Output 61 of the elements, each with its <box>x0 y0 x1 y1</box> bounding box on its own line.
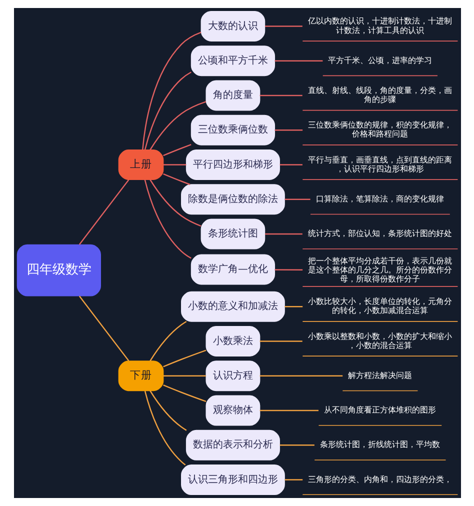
connector <box>284 198 310 200</box>
connector <box>162 164 186 166</box>
node-box: 认识方程 <box>205 360 260 392</box>
node-box: 条形统计图 <box>200 218 265 250</box>
node-box: 平行四边形和梯形 <box>185 150 280 180</box>
connector <box>142 32 201 150</box>
connector <box>149 101 206 150</box>
connector <box>264 26 302 27</box>
connector <box>162 144 191 156</box>
connector <box>274 60 322 62</box>
connector <box>264 233 302 235</box>
node-box: 数据的表示和分析 <box>185 430 280 460</box>
connector <box>149 179 201 227</box>
connector <box>144 390 186 466</box>
node-box: 角的度量 <box>205 80 260 111</box>
node-box: 观察物体 <box>205 395 260 426</box>
node-text: 小数乘以整数和小数，小数的扩大和缩小，小数的混合运算 <box>308 330 452 350</box>
node-text: 解方程法解决问题 <box>348 370 412 380</box>
node-text: 三角形的分类、内角和，四边形的分类， <box>308 474 452 484</box>
node-text: 条形统计图，折线统计图，平均数 <box>320 439 440 450</box>
node-box: 公顷和平方千米 <box>190 46 275 76</box>
node-text: 平方千米、公顷，进率的学习 <box>328 54 432 65</box>
node-text: 口算除法，笔算除法，商的变化规律 <box>316 193 444 204</box>
connector <box>274 130 302 131</box>
node-text: 亿以内数的认识，十进制计数法，十进制计数法，计算工具的认识 <box>308 16 452 35</box>
connector <box>144 72 191 150</box>
connector <box>259 375 342 376</box>
connector <box>284 479 302 480</box>
node-box: 三位数乘俩位数 <box>190 114 275 146</box>
node-text: 三位数乘俩位数的规律，积的变化规律，价格和路程问题 <box>308 120 452 139</box>
node-box: 上册 <box>118 150 164 180</box>
connector <box>78 180 129 245</box>
node-box: 大数的认识 <box>200 10 265 42</box>
node-box: 数学广角—优化 <box>190 254 275 285</box>
connector <box>149 390 186 431</box>
connector <box>162 384 206 402</box>
connector <box>274 269 302 270</box>
node-text: 统计方式，部位认知，条形统计图的好处 <box>308 228 452 238</box>
node-text: 小数比较大小，长度单位的转化，元角分的转化，小数加减混合运算 <box>308 296 452 316</box>
node-box: 下册 <box>118 360 164 392</box>
node-box: 小数乘法 <box>205 326 260 356</box>
node-box: 四年级数学 <box>16 244 100 296</box>
connector <box>162 350 206 368</box>
connector <box>78 296 129 362</box>
connector <box>162 173 190 186</box>
connector <box>279 444 314 446</box>
connector <box>284 306 302 308</box>
node-box: 认识三角形和四边形 <box>180 464 284 496</box>
node-text: 平行与垂直，画垂直线，点到直线的距离，认识平行四边形和梯形 <box>308 154 452 174</box>
connector <box>279 164 302 166</box>
connector <box>144 180 191 259</box>
node-text: 直线、射线、线段，角的度量，分类，画角的步骤 <box>308 85 452 104</box>
node-box: 除数是俩位数的除法 <box>180 184 284 215</box>
connector <box>259 410 318 412</box>
connector <box>259 340 302 342</box>
connector <box>259 94 302 96</box>
node-text: 把一个整体平均分成若干份，表示几份就是这个整体的几分之几。所分的份数作分母，所取得份数作分子 <box>308 255 452 284</box>
node-box: 小数的意义和加减法 <box>180 291 284 322</box>
connector <box>149 320 186 362</box>
node-text: 从不同角度看正方体堆积的图形 <box>324 404 436 415</box>
connector <box>162 375 206 376</box>
